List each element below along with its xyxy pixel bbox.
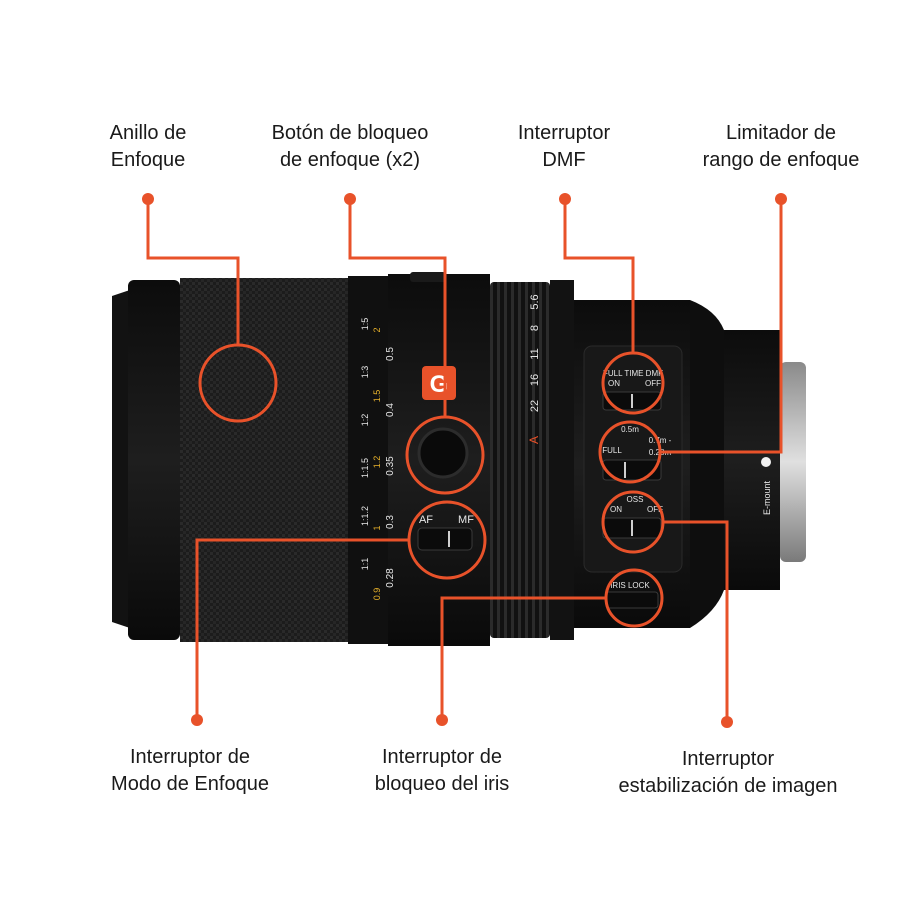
callout-range-marker bbox=[598, 199, 783, 484]
callout-dmf-marker bbox=[563, 199, 665, 415]
range-near: 0.7m - bbox=[649, 436, 672, 445]
aperture-scale: 5.6 8 11 16 22A bbox=[527, 294, 541, 444]
callout-iris-lock-dot bbox=[436, 714, 448, 726]
lens-front-hood bbox=[112, 290, 130, 628]
callout-dmf-dot bbox=[559, 193, 571, 205]
e-mount bbox=[780, 362, 806, 562]
range-limiter-switch[interactable] bbox=[602, 459, 662, 481]
dmf-off: OFF bbox=[645, 379, 661, 388]
focus-hold-button[interactable] bbox=[417, 427, 469, 479]
distance-scale: 0.5 0.4 0.35 0.3 0.28 bbox=[385, 347, 396, 588]
aperture-scale-mark: 22 bbox=[529, 400, 541, 412]
distance-scale-mark: 0.4 bbox=[385, 403, 396, 417]
e-mount-label: E-mount bbox=[762, 480, 772, 515]
callout-stabilization-marker bbox=[601, 490, 729, 722]
aperture-scale-mark: 11 bbox=[529, 348, 541, 359]
g-badge bbox=[422, 366, 456, 400]
callout-focus-hold-marker bbox=[348, 199, 485, 495]
label-focus-mode: Interruptor de Modo de Enfoque bbox=[111, 746, 269, 795]
oss-off: OFF bbox=[647, 505, 663, 514]
dmf-title: FULL TIME DMF bbox=[603, 369, 663, 378]
aperture-ring[interactable] bbox=[490, 282, 550, 638]
af-label: AF bbox=[419, 514, 433, 526]
ratio-scale: 1:5 1:3 1:2 1:1.5 1:1.2 1:1 bbox=[360, 318, 370, 571]
ratio-scale-mark: 1:5 bbox=[360, 318, 370, 331]
callout-focus-ring-marker bbox=[146, 199, 278, 423]
callout-focus-ring-dot bbox=[142, 193, 154, 205]
aperture-scale-mark: 5.6 bbox=[529, 294, 541, 309]
range-top: 0.5m bbox=[621, 425, 639, 434]
range-full: FULL bbox=[602, 446, 622, 455]
aperture-scale-mark: A bbox=[527, 436, 541, 444]
callout-range-dot bbox=[775, 193, 787, 205]
ratio-values-mark: 1.2 bbox=[372, 456, 382, 469]
label-iris-lock: Interruptor de bloqueo del iris bbox=[374, 746, 510, 795]
oss-title: OSS bbox=[627, 495, 644, 504]
ratio-scale-mark: 1:1.2 bbox=[360, 506, 370, 526]
ratio-scale-mark: 1:2 bbox=[360, 414, 370, 427]
mount-index-dot bbox=[761, 457, 771, 467]
ratio-scale-mark: 1:3 bbox=[360, 366, 370, 379]
label-dmf: Interruptor DMF bbox=[517, 122, 611, 171]
lens-front-barrel bbox=[128, 280, 180, 640]
aperture-scale-mark: 16 bbox=[529, 374, 541, 386]
iris-lock-switch[interactable] bbox=[605, 591, 659, 609]
callout-focus-mode-dot bbox=[191, 714, 203, 726]
distance-scale-mark: 0.3 bbox=[385, 515, 396, 529]
ratio-scale-mark: 1:1.5 bbox=[360, 458, 370, 478]
iris-lock-label: IRIS LOCK bbox=[610, 581, 650, 590]
mf-label: MF bbox=[458, 514, 474, 526]
ratio-values: 2 1.5 1.2 1 0.9 bbox=[372, 327, 382, 600]
label-focus-hold: Botón de bloqueo de enfoque (x2) bbox=[271, 122, 429, 171]
ratio-values-mark: 1.5 bbox=[372, 390, 382, 403]
dmf-on: ON bbox=[608, 379, 620, 388]
callout-focus-mode-marker bbox=[195, 500, 487, 720]
focus-ring[interactable] bbox=[180, 278, 348, 642]
aperture-scale-mark: 8 bbox=[529, 325, 541, 331]
callout-stabilization-dot bbox=[721, 716, 733, 728]
af-mf-switch[interactable] bbox=[417, 527, 473, 551]
label-stabilization: Interruptor estabilización de imagen bbox=[618, 748, 838, 797]
distance-scale-mark: 0.5 bbox=[385, 347, 396, 361]
ratio-scale-mark: 1:1 bbox=[360, 558, 370, 571]
barrel-top-nub bbox=[410, 272, 446, 282]
ratio-values-mark: 2 bbox=[372, 327, 382, 332]
distance-scale-mark: 0.28 bbox=[385, 568, 396, 588]
oss-on: ON bbox=[610, 505, 622, 514]
ratio-values-mark: 1 bbox=[372, 525, 382, 530]
label-range-limiter: Limitador de rango de enfoque bbox=[702, 122, 860, 171]
distance-scale-mark: 0.35 bbox=[385, 456, 396, 476]
callout-iris-lock-marker bbox=[440, 568, 664, 720]
ratio-values-mark: 0.9 bbox=[372, 588, 382, 601]
scale-section bbox=[348, 276, 388, 644]
callout-focus-hold-dot bbox=[344, 193, 356, 205]
label-focus-ring: Anillo de Enfoque bbox=[109, 122, 187, 171]
